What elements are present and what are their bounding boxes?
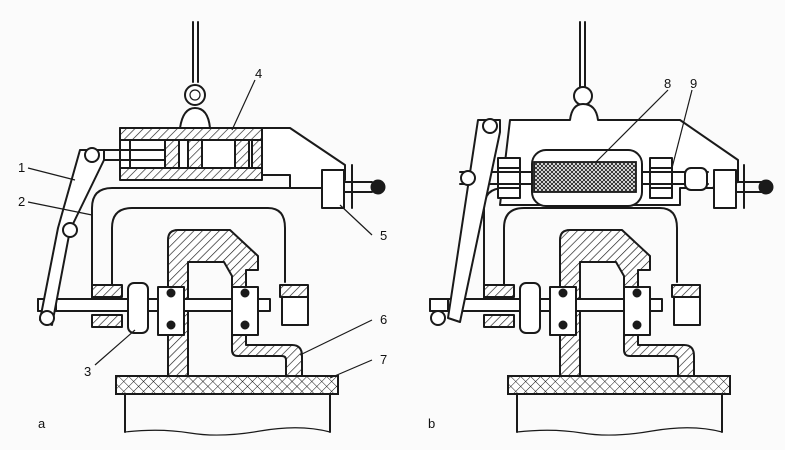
- callout-8: 8: [664, 76, 671, 91]
- callout-2: 2: [18, 194, 25, 209]
- panel-a-label: a: [38, 416, 46, 431]
- hook-eye: [184, 84, 206, 106]
- callout-4: 4: [255, 66, 262, 81]
- mesh-element: [533, 161, 637, 193]
- callout-9: 9: [690, 76, 697, 91]
- panel-a-lower-assembly: [37, 187, 339, 437]
- panel-a: 1 2 3 4 5 6 7 a: [18, 21, 387, 437]
- panel-b-label: b: [428, 416, 435, 431]
- callout-5: 5: [380, 228, 387, 243]
- callout-1: 1: [18, 160, 25, 175]
- panel-b: 8 9 b: [428, 21, 774, 437]
- cylinder-wall-top: [119, 127, 263, 141]
- callout-6: 6: [380, 312, 387, 327]
- callout-3: 3: [84, 364, 91, 379]
- cylinder-wall-bottom: [119, 167, 263, 181]
- callout-7: 7: [380, 352, 387, 367]
